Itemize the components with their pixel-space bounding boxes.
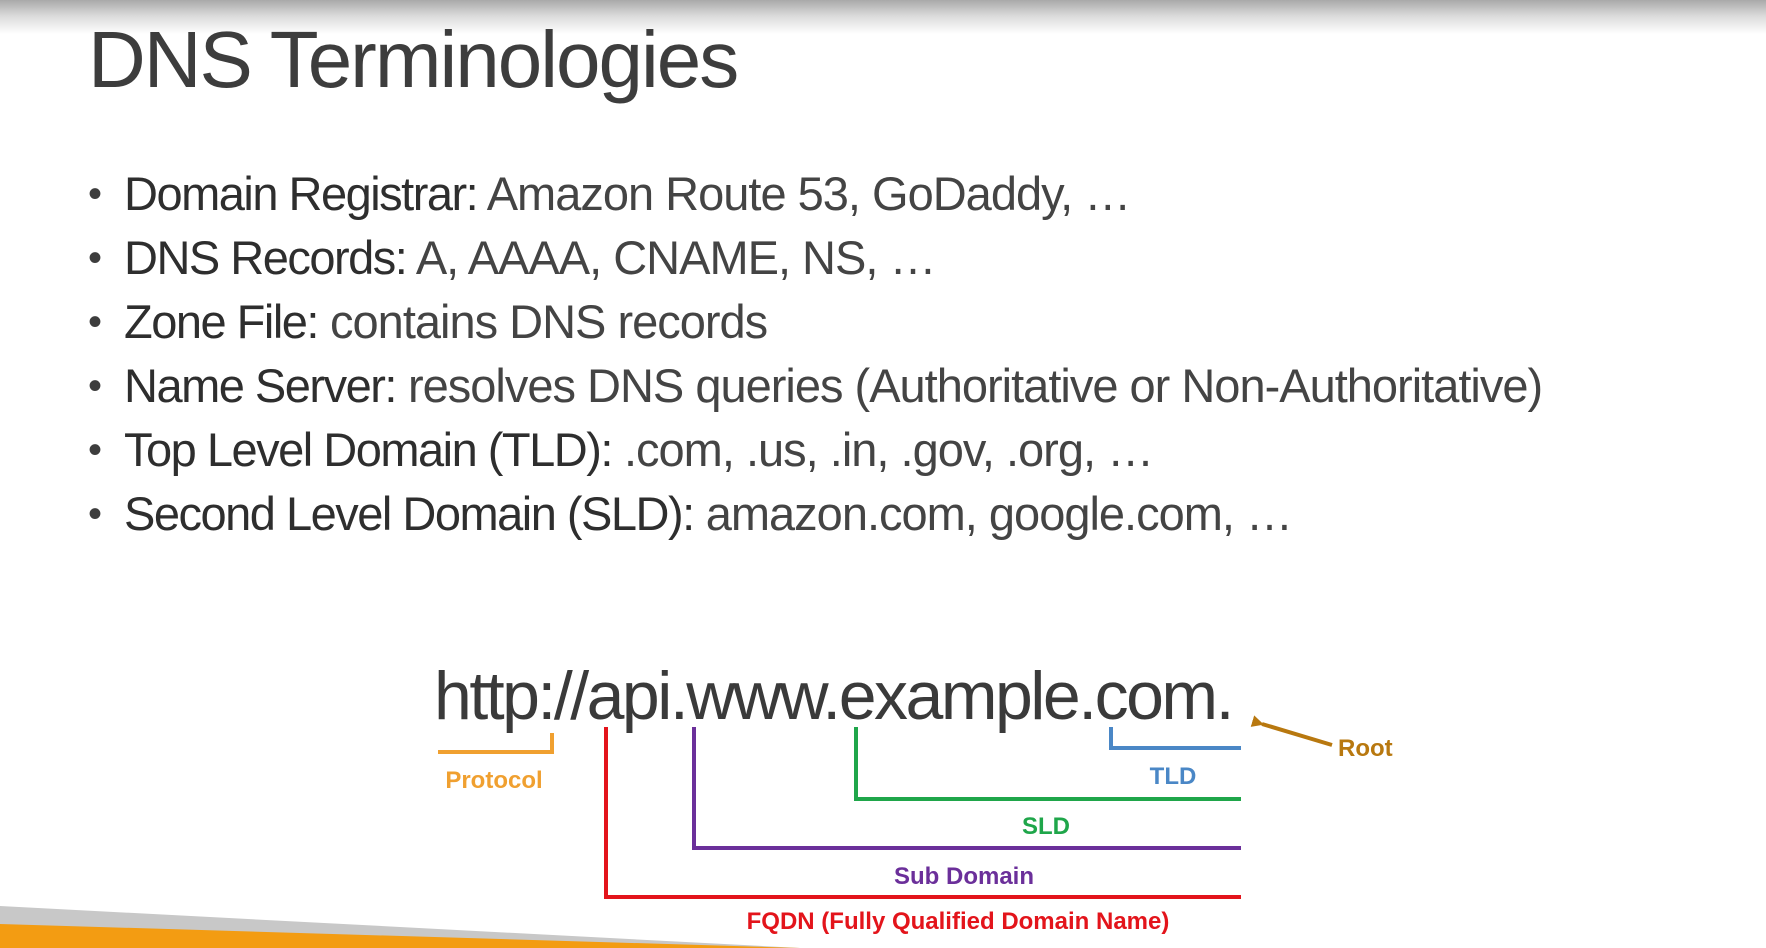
root-label: Root bbox=[1338, 735, 1393, 762]
bullet-desc: A, AAAA, CNAME, NS, … bbox=[406, 231, 937, 284]
bullet-term: Domain Registrar: bbox=[124, 167, 479, 220]
bullet-dot-icon: • bbox=[88, 172, 102, 216]
example-url: http://api.www.example.com. bbox=[434, 658, 1234, 734]
bullet-term: Top Level Domain (TLD): bbox=[124, 423, 613, 476]
top-shade bbox=[0, 0, 1766, 34]
bullet-dot-icon: • bbox=[88, 236, 102, 280]
footer-decoration bbox=[0, 906, 800, 948]
bullet-item: • Name Server: resolves DNS queries (Aut… bbox=[88, 354, 1543, 418]
bullet-dot-icon: • bbox=[88, 300, 102, 344]
bullet-item: • Top Level Domain (TLD): .com, .us, .in… bbox=[88, 418, 1542, 482]
bullet-item: • Second Level Domain (SLD): amazon.com,… bbox=[88, 482, 1542, 546]
sld-bracket bbox=[854, 727, 1241, 801]
bullet-item: • Domain Registrar: Amazon Route 53, GoD… bbox=[88, 162, 1542, 226]
protocol-label: Protocol bbox=[445, 767, 542, 794]
bullet-desc: resolves DNS queries (Authoritative or N… bbox=[395, 359, 1543, 412]
tld-label: TLD bbox=[1150, 763, 1197, 790]
bullet-dot-icon: • bbox=[88, 428, 102, 472]
bullet-desc: amazon.com, google.com, … bbox=[693, 487, 1293, 540]
bullet-desc: contains DNS records bbox=[317, 295, 768, 348]
bullet-item: • DNS Records: A, AAAA, CNAME, NS, … bbox=[88, 226, 1542, 290]
bullet-desc: Amazon Route 53, GoDaddy, … bbox=[477, 167, 1132, 220]
root-arrow bbox=[1250, 715, 1333, 747]
bullet-term: Second Level Domain (SLD): bbox=[124, 487, 695, 540]
bullet-term: Zone File: bbox=[124, 295, 319, 348]
bullet-list: • Domain Registrar: Amazon Route 53, GoD… bbox=[88, 162, 1543, 546]
footer-orange-band bbox=[0, 924, 800, 948]
bullet-dot-icon: • bbox=[88, 364, 102, 408]
protocol-bracket bbox=[438, 733, 554, 754]
tld-bracket bbox=[1109, 727, 1241, 750]
sld-label: SLD bbox=[1022, 813, 1070, 840]
fqdn-bracket bbox=[604, 727, 1241, 899]
bullet-term: Name Server: bbox=[124, 359, 397, 412]
bullet-dot-icon: • bbox=[88, 492, 102, 536]
subdomain-bracket bbox=[692, 727, 1241, 850]
bullet-desc: .com, .us, .in, .gov, .org, … bbox=[611, 423, 1154, 476]
fqdn-label: FQDN (Fully Qualified Domain Name) bbox=[747, 908, 1170, 935]
slide-title: DNS Terminologies bbox=[88, 15, 739, 104]
bullet-term: DNS Records: bbox=[124, 231, 408, 284]
bullet-item: • Zone File: contains DNS records bbox=[88, 290, 1542, 354]
subdomain-label: Sub Domain bbox=[894, 863, 1034, 890]
